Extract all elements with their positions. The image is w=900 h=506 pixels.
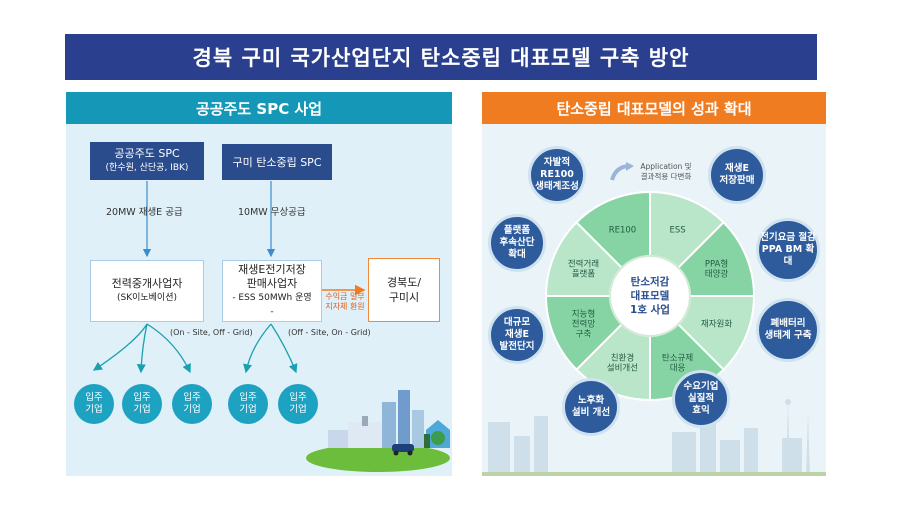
tenant-label-line1: 입주	[133, 392, 151, 403]
center-model-title: 탄소저감 대표모델 1호 사업	[610, 276, 690, 316]
storage-seller-line2: 판매사업자	[246, 277, 298, 290]
outcome-label-line: 재생E	[725, 163, 749, 174]
power-broker-name: 전력중개사업자	[111, 277, 183, 290]
storage-seller-line3: - ESS 50MWh 운영	[232, 293, 312, 303]
outcome-circle-demand: 수요기업 실질적 효익	[672, 370, 730, 428]
gov-line2: 구미시	[388, 291, 420, 304]
tenant-label-line1: 입주	[289, 392, 307, 403]
center-title-line2: 대표모델	[630, 290, 670, 302]
grid-note-1: (On - Site, Off - Grid)	[170, 328, 253, 337]
outcome-label-line: 재생E	[505, 329, 529, 340]
outcome-label-line: 생태계 구축	[764, 330, 812, 341]
city-silhouette-background	[482, 399, 826, 476]
tenant-curve-4	[243, 323, 272, 374]
outcome-circle-re100: 자발적 RE100 생태계조성	[528, 146, 586, 204]
supply-label-2: 10MW 무상공급	[238, 207, 306, 218]
tenant-label-line2: 기업	[133, 404, 151, 415]
outcome-circle-aging: 노후화 설비 개선	[562, 378, 620, 436]
profit-note: 수익금 일부 지자체 환원	[322, 292, 368, 312]
public-spc-members: (한수원, 산단공, IBK)	[105, 163, 189, 173]
application-note-line1: Application 및	[640, 162, 692, 171]
outcome-label-line: 전기요금 절감	[760, 232, 816, 243]
public-spc-header: 공공주도 SPC 사업	[66, 92, 452, 124]
outcome-label-line: 수요기업	[683, 381, 719, 392]
wheel-label: RE100	[609, 225, 637, 235]
tenant-curve-3	[146, 323, 191, 374]
wheel-label: ESS	[669, 225, 685, 235]
wheel-center-disc	[609, 255, 691, 337]
tenant-label-line2: 기업	[183, 404, 201, 415]
tenant-curve-2	[136, 323, 148, 374]
power-broker-sub: (SK이노베이션)	[116, 293, 178, 303]
tenant-label-line2: 기업	[289, 404, 307, 415]
outcome-label-line: 효익	[692, 405, 710, 416]
outcome-circle-platform: 플랫폼 후속산단 확대	[488, 214, 546, 272]
outcome-label-line: 후속산단	[499, 237, 535, 248]
gumi-spc-name: 구미 탄소중립 SPC	[232, 155, 322, 169]
outcome-label-line: 생태계조성	[535, 181, 579, 192]
grid-note-2: (Off - Site, On - Grid)	[288, 328, 371, 337]
outcome-circle-ppa: 전기요금 절감 PPA BM 확대	[756, 218, 820, 282]
application-note: Application 및 결과적용 다변화	[630, 162, 702, 182]
gov-box: 경북도/ 구미시	[368, 258, 440, 322]
storage-seller-line1: 재생E전기저장	[238, 263, 306, 276]
application-arrow-icon	[610, 162, 634, 181]
center-title-line1: 탄소저감	[630, 276, 670, 288]
power-broker-box: 전력중개사업자 (SK이노베이션)	[90, 260, 204, 322]
supply-label-1: 20MW 재생E 공급	[106, 207, 183, 218]
tenant-label-line2: 기업	[85, 404, 103, 415]
industrial-complex-illustration	[306, 390, 450, 472]
outcome-circle-battery: 폐배터리 생태계 구축	[756, 298, 820, 362]
public-spc-panel: 공공주도 SPC 사업 공공주도 SPC (한수원, 산단공, IBK) 구미 …	[66, 92, 452, 476]
gov-line1: 경북도/	[386, 276, 422, 289]
profit-note-line2: 지자체 환원	[325, 302, 365, 311]
outcome-label-line: 대규모	[503, 317, 531, 328]
tenant-label-line1: 입주	[183, 392, 201, 403]
outcome-label-line: 플랫폼	[503, 225, 531, 236]
outcome-label-line: 확대	[508, 249, 526, 260]
storage-seller-line4: -	[270, 307, 274, 317]
application-note-line2: 결과적용 다변화	[640, 172, 692, 181]
outcome-label-line: RE100	[540, 169, 574, 180]
outcome-label-line: 발전단지	[499, 341, 535, 352]
outcome-label-line: PPA BM 확대	[761, 244, 815, 267]
tenant-curve-5	[270, 323, 298, 374]
outcome-label-line: 실질적	[687, 393, 715, 404]
storage-seller-box: 재생E전기저장 판매사업자 - ESS 50MWh 운영 -	[222, 260, 322, 322]
wheel-label: 재자원화	[701, 320, 732, 330]
public-spc-flow-arrows	[92, 181, 366, 374]
outcome-label-line: 폐배터리	[770, 318, 806, 329]
outcome-circle-storage-sales: 재생E 저장판매	[708, 146, 766, 204]
public-spc-box: 공공주도 SPC (한수원, 산단공, IBK)	[90, 142, 204, 180]
page-title: 경북 구미 국가산업단지 탄소중립 대표모델 구축 방안	[65, 34, 817, 80]
outcome-circle-largescale: 대규모 재생E 발전단지	[488, 306, 546, 364]
tenant-label-line1: 입주	[85, 392, 103, 403]
center-title-line3: 1호 사업	[630, 304, 670, 316]
outcome-label-line: 저장판매	[719, 175, 755, 186]
tenant-label-line2: 기업	[239, 404, 257, 415]
tenant-label-line1: 입주	[239, 392, 257, 403]
profit-note-line1: 수익금 일부	[325, 292, 365, 301]
public-spc-name: 공공주도 SPC	[114, 147, 180, 160]
outcome-label-line: 노후화	[577, 395, 605, 406]
tenant-curve-1	[92, 323, 148, 371]
outcome-label-line: 자발적	[543, 157, 571, 168]
gumi-spc-box: 구미 탄소중립 SPC	[222, 144, 332, 180]
outcome-label-line: 설비 개선	[571, 407, 611, 418]
performance-header: 탄소중립 대표모델의 성과 확대	[482, 92, 826, 124]
